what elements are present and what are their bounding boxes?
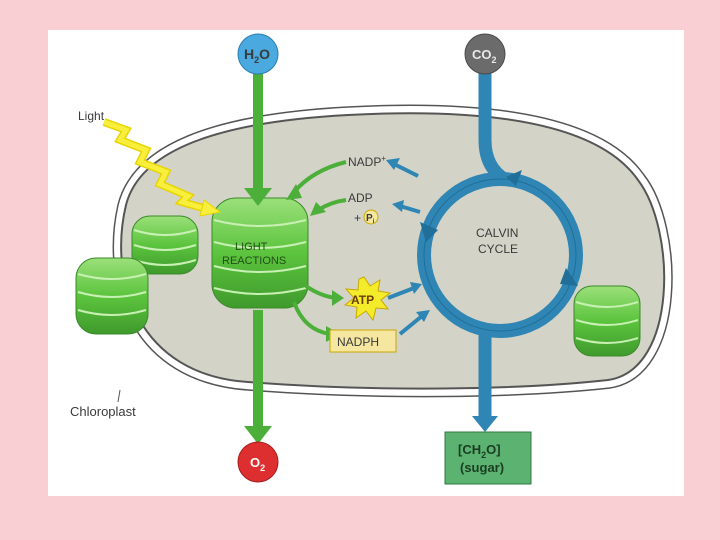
phosphate-label: P [366, 213, 373, 224]
cycle-exchange-arrows [386, 158, 430, 336]
atp-label: ATP [351, 293, 374, 307]
nadph-box: NADPH [329, 329, 397, 353]
sugar-label: (sugar) [460, 460, 504, 475]
phosphate-group: + Pi [354, 209, 379, 225]
plus-sign: + [354, 211, 361, 225]
nadph-label: NADPH [337, 335, 379, 349]
o2-label: O [250, 455, 260, 470]
nadp-label: NADP+ [348, 154, 386, 169]
svg-text:Pi: Pi [366, 213, 375, 225]
photosynthesis-diagram: H2O CO2 O2 [CH2O] (sugar) ATP NADPH NADP… [70, 33, 673, 485]
h2o-label-end: O [259, 46, 270, 62]
h2o-subscript: 2 [254, 55, 259, 65]
sugar-formula-end: O] [486, 442, 500, 457]
atp-burst: ATP [343, 276, 392, 322]
chloroplast-pointer [117, 389, 121, 403]
oxygen-molecule: O2 [237, 441, 279, 483]
light-reactions-label-1: LIGHT [235, 241, 268, 253]
calvin-cycle-ring [417, 70, 583, 432]
phosphate-subscript: i [373, 219, 375, 225]
granum-stack-right [573, 285, 641, 357]
sugar-formula: [CH [458, 442, 481, 457]
water-molecule: H2O [237, 33, 279, 75]
chloroplast-label: Chloroplast [70, 404, 136, 419]
light-reactions-stack [211, 197, 309, 309]
svg-text:H2O: H2O [244, 46, 270, 65]
calvin-cycle-label-1: CALVIN [476, 226, 518, 240]
co2-label: CO [472, 47, 492, 62]
granum-stack-left-back [131, 215, 199, 275]
granum-stack-left-front [75, 257, 149, 335]
adp-label: ADP [348, 191, 373, 205]
sugar-formula-subscript: 2 [481, 450, 486, 460]
o2-subscript: 2 [260, 463, 265, 473]
sugar-output-box: [CH2O] (sugar) [444, 431, 532, 485]
light-bolt-icon [102, 118, 222, 217]
h2o-label: H [244, 46, 254, 62]
svg-text:O2: O2 [250, 455, 265, 473]
light-reactions-label-2: REACTIONS [222, 255, 286, 267]
water-flow-arrow [244, 70, 272, 444]
diagram-panel: H2O CO2 O2 [CH2O] (sugar) ATP NADPH NADP… [48, 30, 684, 496]
light-label: Light [78, 109, 105, 123]
svg-text:CO2: CO2 [472, 47, 497, 65]
co2-subscript: 2 [492, 55, 497, 65]
calvin-cycle-label-2: CYCLE [478, 242, 518, 256]
svg-text:[CH2O]: [CH2O] [458, 442, 501, 460]
co2-molecule: CO2 [464, 33, 506, 75]
